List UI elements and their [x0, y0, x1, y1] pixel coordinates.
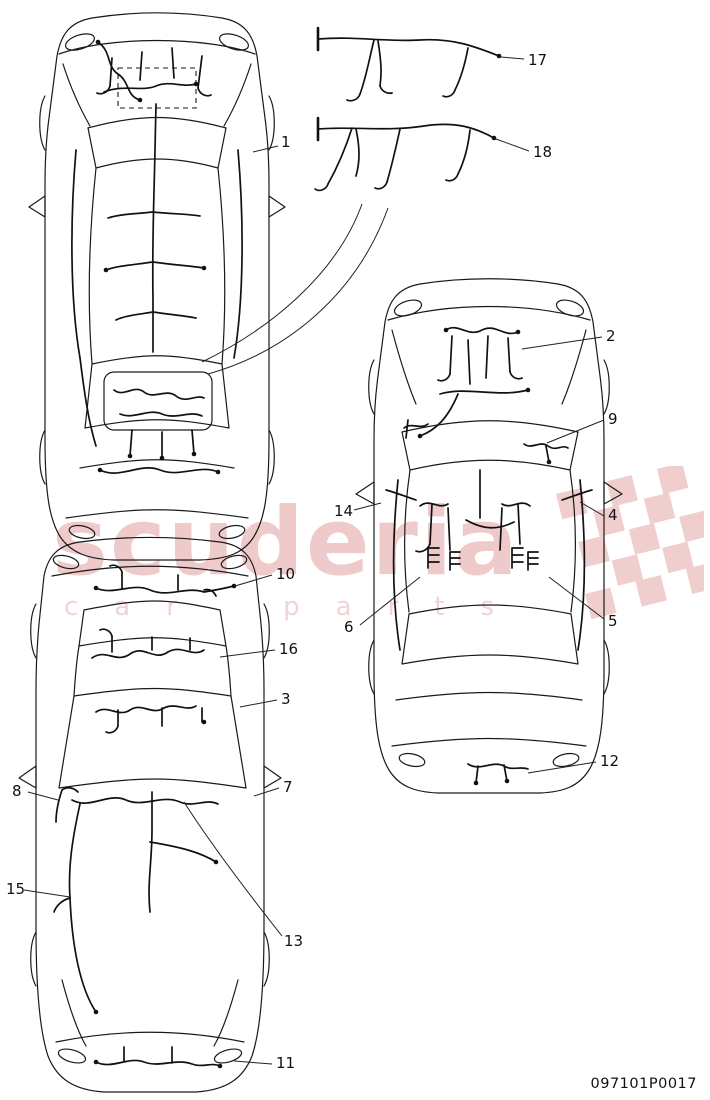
callout-label-1: 1 — [281, 133, 291, 151]
car-3-top-view — [18, 536, 282, 1093]
callout-label-2: 2 — [606, 327, 616, 345]
callout-label-11: 11 — [276, 1054, 295, 1072]
callout-label-14: 14 — [334, 502, 353, 520]
harness-inset-18 — [314, 116, 497, 192]
callout-label-7: 7 — [283, 778, 293, 796]
callout-label-4: 4 — [608, 506, 618, 524]
callout-label-13: 13 — [284, 932, 303, 950]
callout-label-12: 12 — [600, 752, 619, 770]
part-number: 097101P0017 — [590, 1076, 697, 1092]
callout-label-9: 9 — [608, 410, 618, 428]
callout-label-16: 16 — [279, 640, 298, 658]
car-1-wiring-harness — [71, 39, 243, 475]
car-2-top-view — [355, 278, 623, 794]
checkered-flag-watermark-icon — [556, 466, 704, 620]
callout-label-6: 6 — [344, 618, 354, 636]
callout-label-15: 15 — [6, 880, 25, 898]
car-1-top-view — [28, 12, 286, 561]
car-3-wiring-harness — [53, 564, 237, 1069]
callout-labels: 1 17 18 2 9 14 4 6 5 12 10 16 3 8 7 15 1… — [6, 51, 619, 1072]
car-2-wiring-harness — [385, 326, 593, 786]
watermark-tagline-text: car parts — [64, 592, 531, 622]
callout-label-17: 17 — [528, 51, 547, 69]
callout-leader-lines — [23, 56, 605, 1065]
callout-label-5: 5 — [608, 612, 618, 630]
callout-label-3: 3 — [281, 690, 291, 708]
harness-inset-17 — [316, 26, 502, 102]
callout-label-10: 10 — [276, 565, 295, 583]
callout-label-18: 18 — [533, 143, 552, 161]
inset-reference-curves — [201, 203, 389, 375]
callout-label-8: 8 — [12, 782, 22, 800]
